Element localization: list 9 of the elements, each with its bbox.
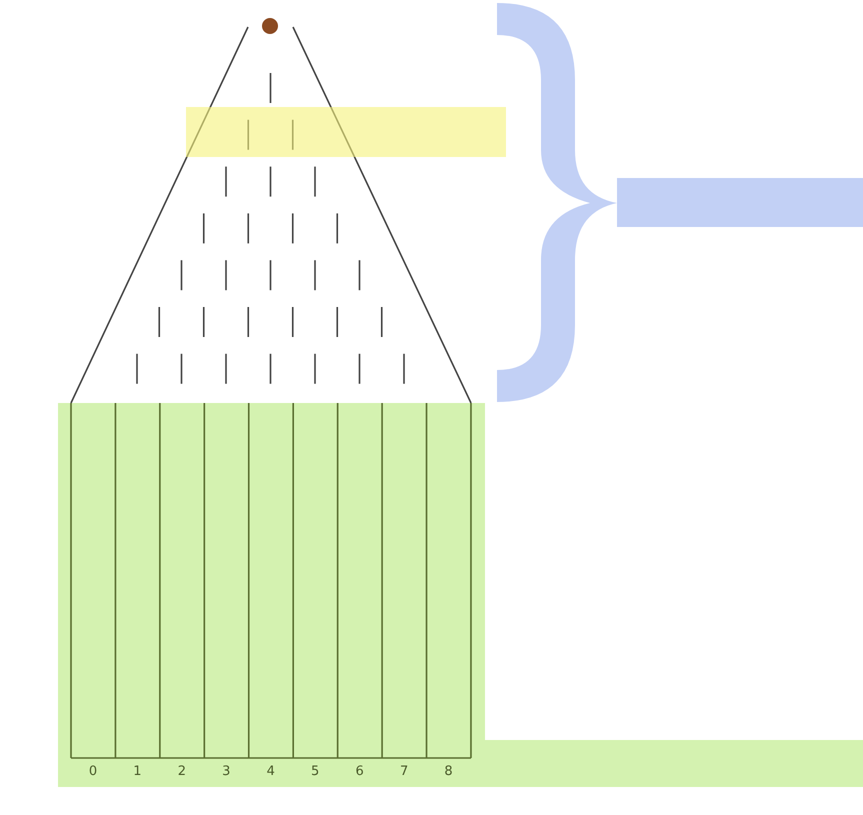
bin-number: 3: [222, 764, 230, 779]
bin-number: 4: [266, 764, 275, 779]
bin-number: 6: [355, 764, 364, 779]
bin-number: 2: [178, 764, 186, 779]
bin-number: 1: [133, 764, 142, 779]
bin-number: 0: [88, 764, 98, 779]
bin-number: 5: [311, 764, 320, 779]
bin-number: 7: [400, 764, 408, 779]
bin-number: 8: [444, 764, 453, 779]
